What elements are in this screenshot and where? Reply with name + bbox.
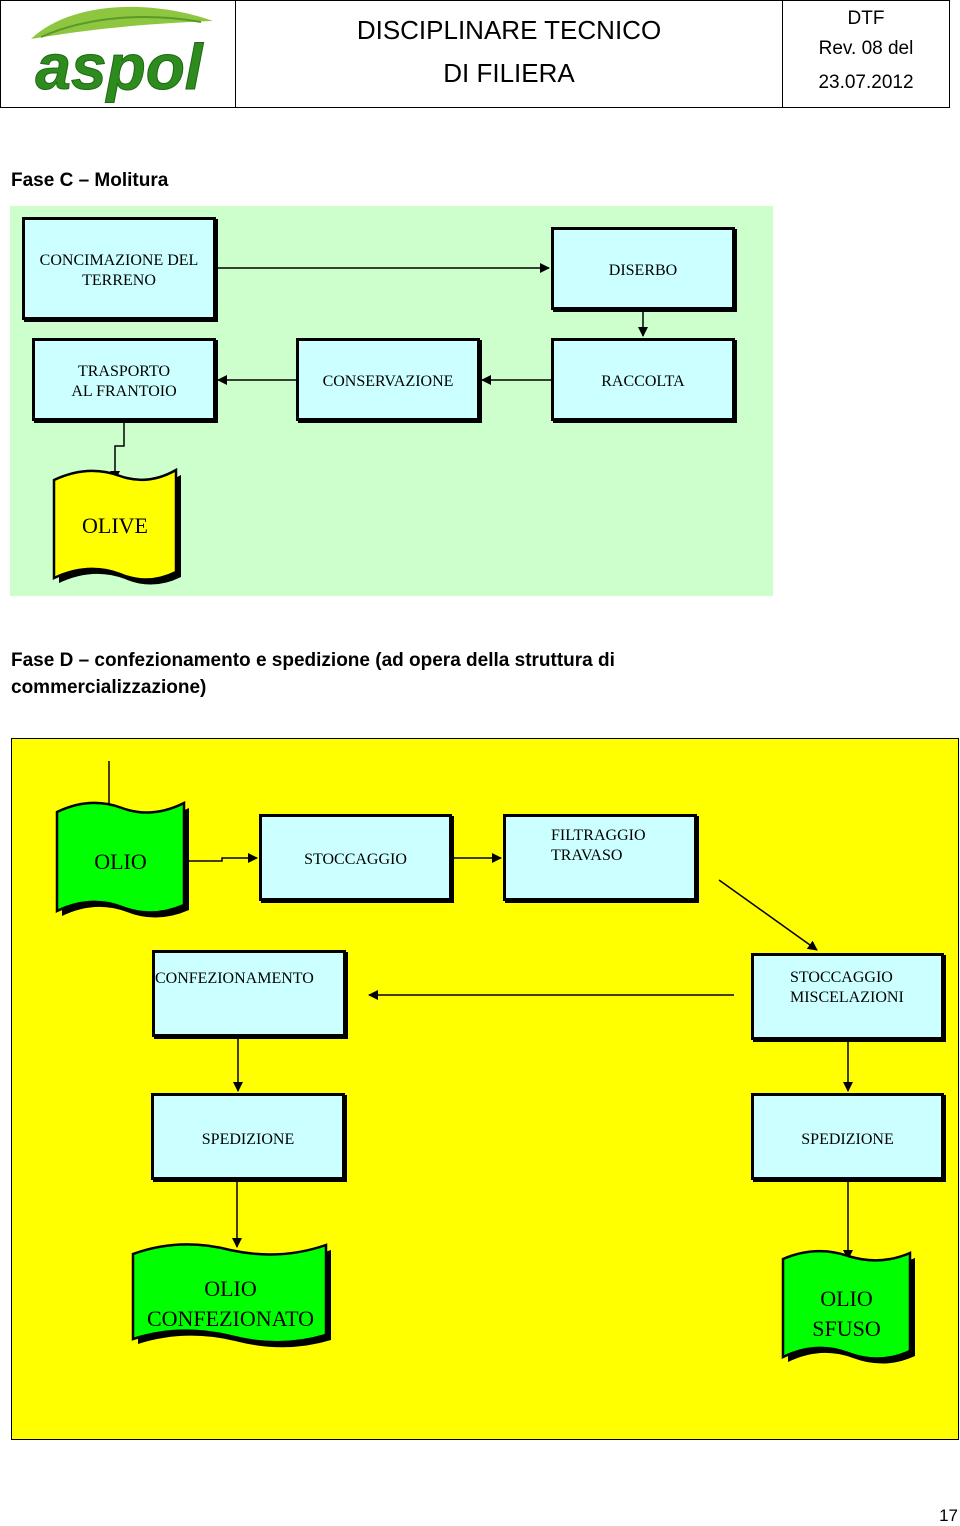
box-stoccaggio-miscelazioni: STOCCAGGIO MISCELAZIONI	[751, 953, 944, 1040]
phase-c-arrows	[52, 263, 648, 585]
box-trasporto-label: TRASPORTO AL FRANTOIO	[71, 363, 177, 400]
box-spedizione-right: SPEDIZIONE	[751, 1093, 944, 1180]
doc-olio-sfuso-label: OLIO SFUSO	[812, 1286, 881, 1341]
logo-cell: aspol	[1, 1, 236, 107]
box-stoccaggio-miscelazioni-label: STOCCAGGIO MISCELAZIONI	[790, 969, 904, 1006]
doc-code: DTF	[847, 8, 885, 29]
doc-olio-sfuso	[781, 1249, 912, 1360]
box-confezionamento: CONFEZIONAMENTO	[152, 950, 346, 1037]
box-diserbo-label: DISERBO	[608, 262, 678, 279]
arrow-olio-stoccaggio	[188, 853, 258, 863]
doc-olio-label: OLIO	[94, 849, 147, 874]
page-number: 17	[939, 1506, 958, 1525]
phase-d-diagram: STOCCAGGIO FILTRAGGIO TRAVASO CONFEZIONA…	[11, 738, 959, 1440]
box-trasporto: TRASPORTO AL FRANTOIO	[32, 338, 216, 421]
box-raccolta-label: RACCOLTA	[601, 373, 685, 390]
doc-olio-confezionato	[131, 1243, 328, 1344]
box-conservazione: CONSERVAZIONE	[296, 338, 480, 421]
leaf-icon	[31, 6, 213, 39]
box-spedizione-left: SPEDIZIONE	[151, 1093, 345, 1180]
box-raccolta: RACCOLTA	[551, 338, 735, 421]
meta-cell: DTF Rev. 08 del 23.07.2012	[783, 1, 949, 107]
box-spedizione-right-label: SPEDIZIONE	[801, 1131, 894, 1148]
header-title-line2: DI FILIERA	[443, 58, 575, 88]
title-cell: DISCIPLINARE TECNICO DI FILIERA	[236, 1, 783, 107]
phase-d-arrows	[55, 761, 915, 1364]
box-diserbo: DISERBO	[551, 227, 735, 310]
phase-d-title-line1: Fase D – confezionamento e spedizione (a…	[11, 647, 615, 674]
box-stoccaggio-label: STOCCAGGIO	[304, 851, 407, 868]
box-filtraggio-label: FILTRAGGIO TRAVASO	[551, 827, 646, 864]
phase-c-title: Fase C – Molitura	[11, 170, 169, 191]
phase-d-title-rest: (ad opera della struttura di	[369, 650, 615, 671]
doc-olio-confezionato-label: OLIO CONFEZIONATO	[146, 1276, 315, 1331]
doc-olio	[55, 800, 186, 914]
box-concimazione-label: CONCIMAZIONE DEL TERRENO	[39, 252, 199, 289]
phase-d-title-bold: Fase D – confezionamento e spedizione	[11, 650, 370, 671]
arrow-trasporto-olive	[110, 421, 125, 481]
phase-d-title-line2: commercializzazione)	[11, 677, 207, 698]
header-title-line1: DISCIPLINARE TECNICO	[356, 15, 662, 45]
revision-date: 23.07.2012	[818, 72, 914, 93]
document-header: aspol DISCIPLINARE TECNICO DI FILIERA DT…	[0, 0, 950, 108]
logo-text: aspol	[35, 31, 203, 103]
box-stoccaggio: STOCCAGGIO	[259, 814, 452, 901]
box-filtraggio: FILTRAGGIO TRAVASO	[503, 814, 697, 901]
phase-c-diagram: CONCIMAZIONE DEL TERRENO DISERBO TRASPOR…	[10, 206, 773, 596]
box-concimazione: CONCIMAZIONE DEL TERRENO	[22, 217, 216, 320]
doc-olive-label: OLIVE	[82, 513, 148, 538]
arrow-filtraggio-stoccaggio-misc	[718, 879, 818, 951]
aspol-logo: aspol	[31, 6, 213, 104]
box-spedizione-left-label: SPEDIZIONE	[201, 1131, 295, 1148]
doc-olive	[52, 467, 178, 581]
box-conservazione-label: CONSERVAZIONE	[322, 373, 454, 390]
revision: Rev. 08 del	[818, 38, 914, 59]
box-confezionamento-label: CONFEZIONAMENTO	[155, 970, 314, 987]
